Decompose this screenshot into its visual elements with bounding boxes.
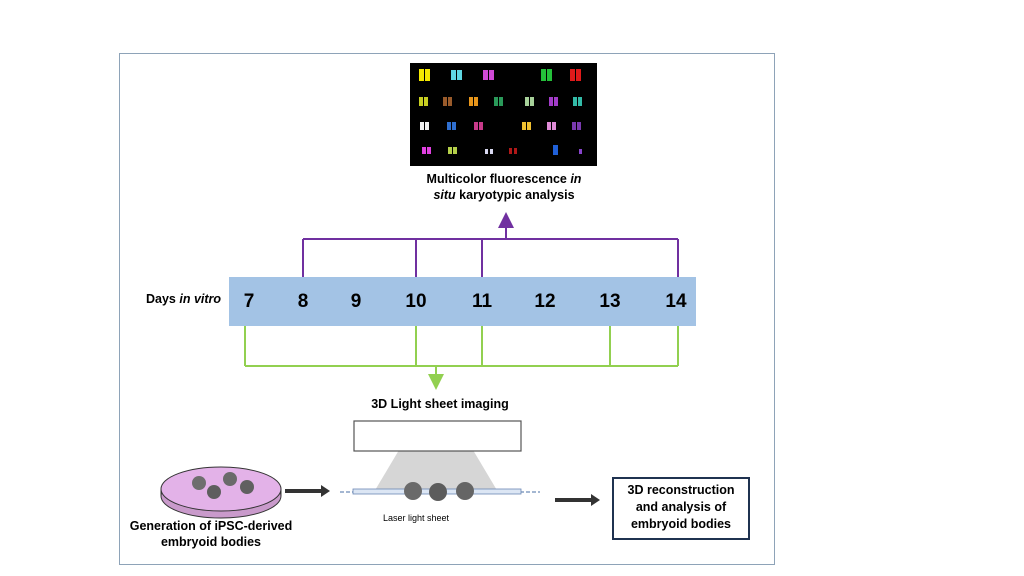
figure-frame: [119, 53, 775, 565]
laser-light-sheet: [340, 482, 540, 501]
laser-light-sheet-label: Laser light sheet: [383, 513, 450, 523]
lightsheet-caption: 3D Light sheet imaging: [371, 397, 509, 411]
timeline-day: 13: [599, 291, 621, 312]
karyotype-image: [410, 63, 597, 166]
timeline-day: 11: [471, 291, 493, 312]
reconstruction-box: 3D reconstruction and analysis of embryo…: [612, 477, 750, 540]
days-in-vitro-label: Days in vitro: [146, 292, 222, 306]
chromosome-row-3: [420, 122, 581, 130]
timeline-day: 14: [665, 291, 687, 312]
mfish-bracket: [302, 212, 679, 277]
petri-dish-illustration: [160, 466, 282, 519]
chromosome-row-2: [419, 97, 582, 106]
microscope-objective: [353, 420, 522, 492]
timeline-day: 9: [350, 291, 362, 312]
chromosome-row-4: [422, 145, 582, 155]
process-arrows: [285, 485, 600, 506]
chromosome-row-1: [419, 69, 581, 81]
timeline-day: 12: [534, 291, 556, 312]
karyotype-caption: Multicolor fluorescence in situ karyotyp…: [426, 172, 582, 202]
timeline-day: 10: [405, 291, 427, 312]
karyotype-chromosomes: [419, 69, 582, 155]
lightsheet-bracket: [244, 326, 679, 390]
timeline-day: 7: [243, 291, 255, 312]
timeline-day: 8: [297, 291, 309, 312]
timeline-bar: [229, 277, 696, 326]
